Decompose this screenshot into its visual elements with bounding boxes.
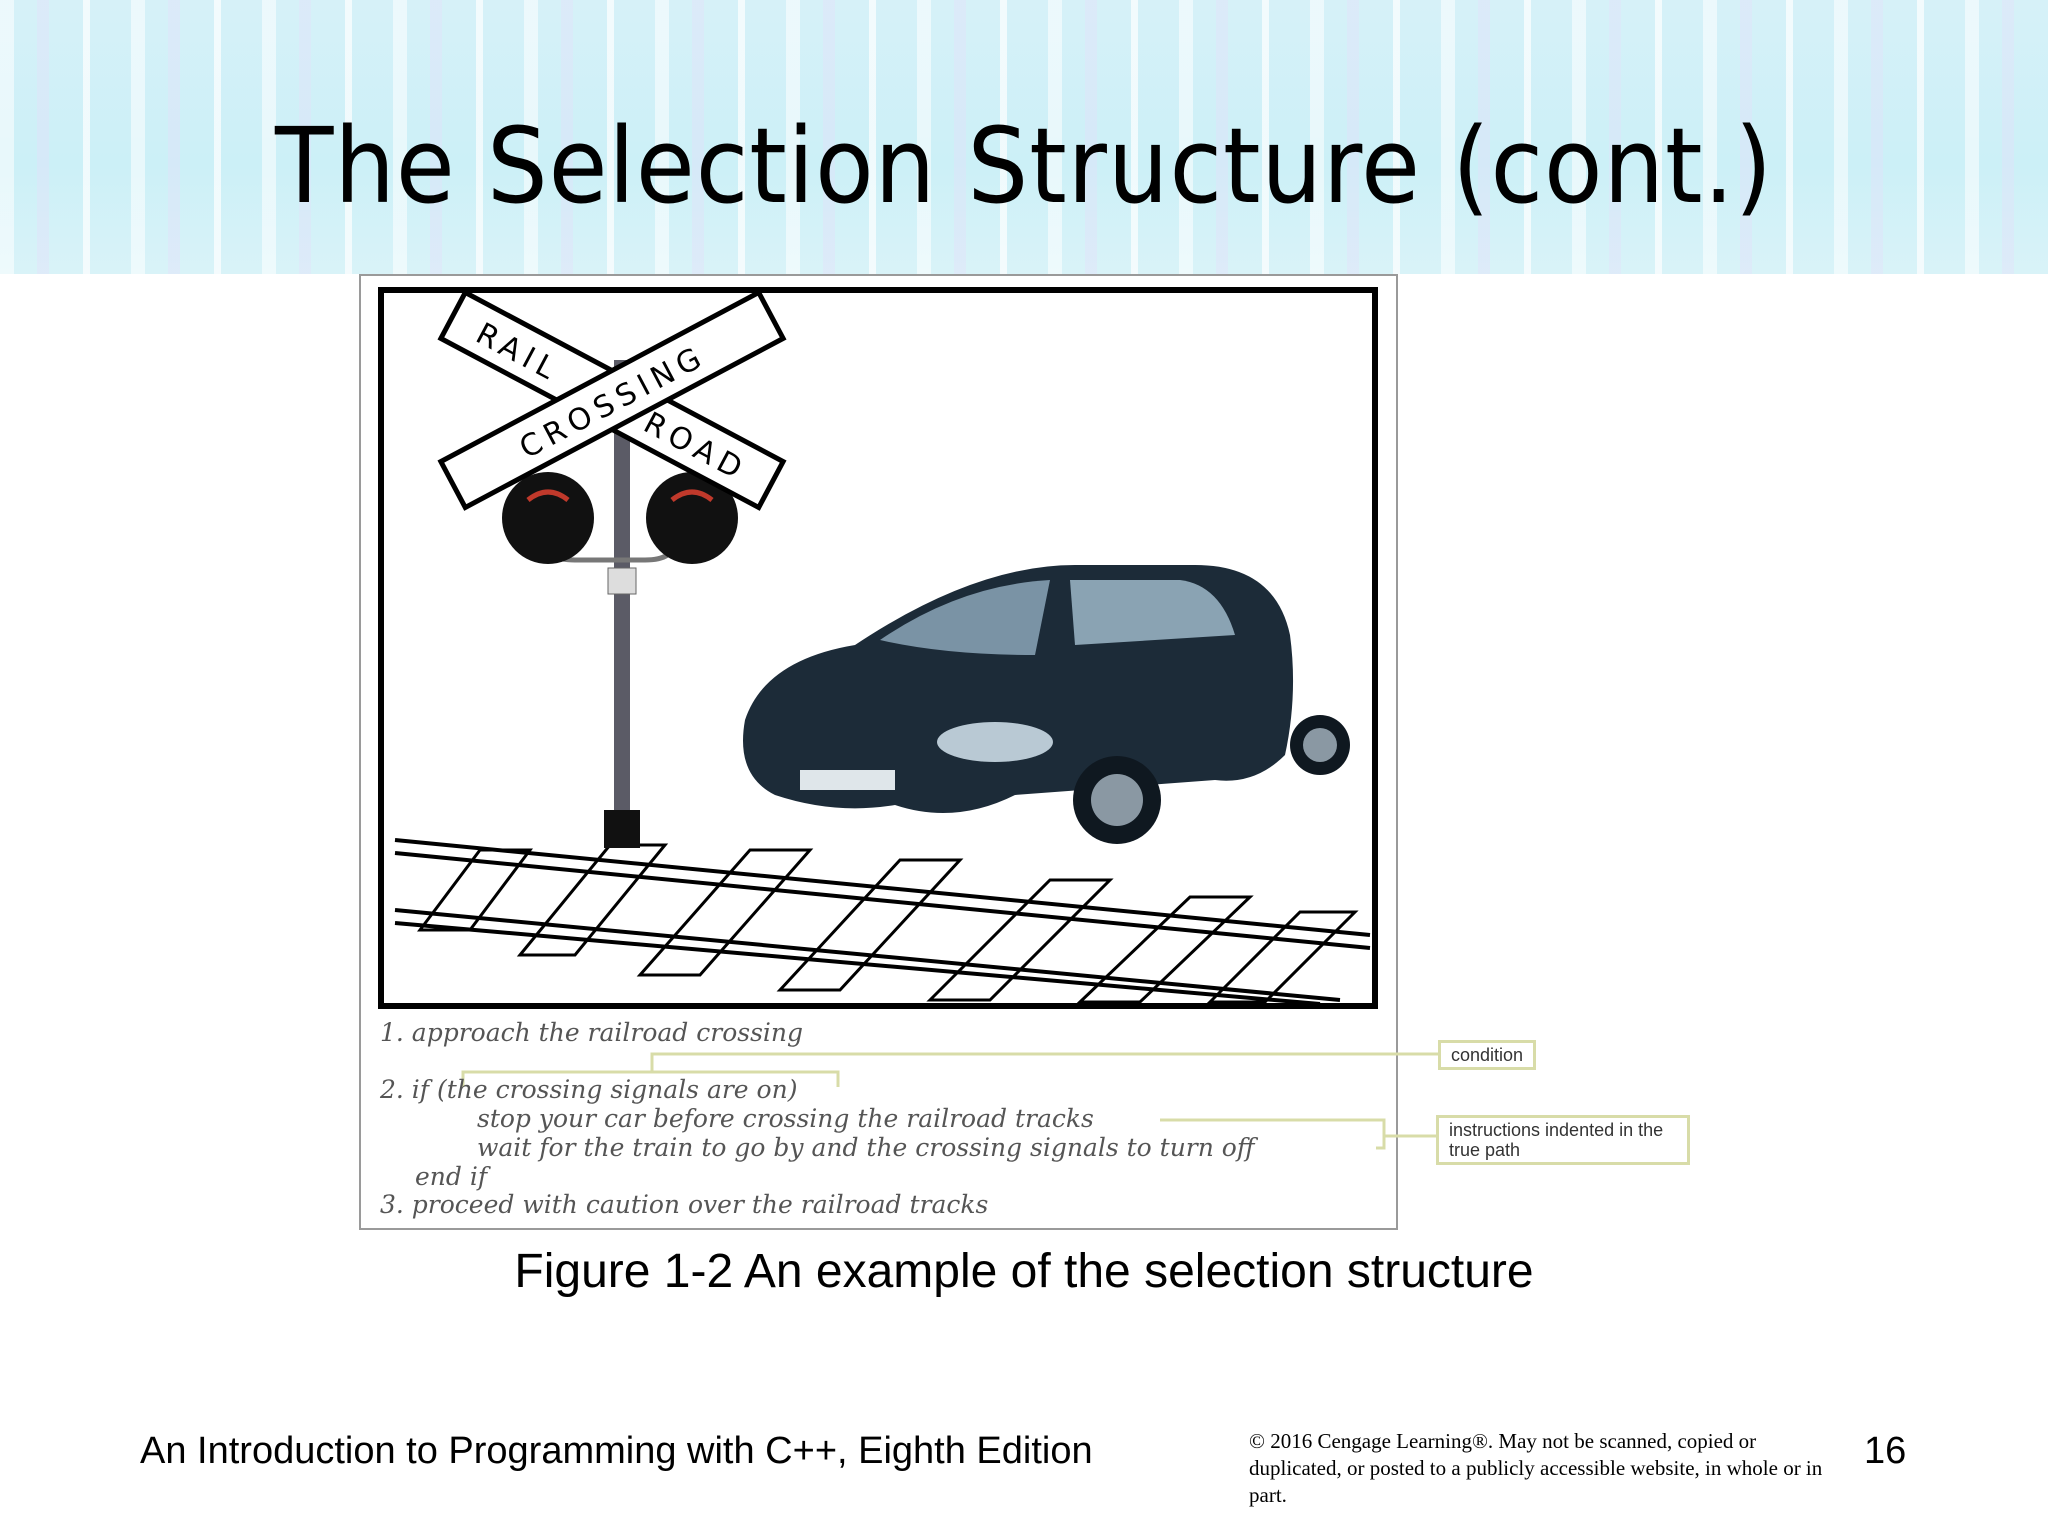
condition-callout: condition bbox=[1438, 1040, 1537, 1070]
true-path-step-1: stop your car before crossing the railro… bbox=[477, 1104, 1094, 1133]
book-title-footer: An Introduction to Programming with C++,… bbox=[140, 1430, 1093, 1472]
step-3: 3. proceed with caution over the railroa… bbox=[380, 1190, 989, 1219]
end-if: end if bbox=[415, 1162, 488, 1191]
step-1: 1. approach the railroad crossing bbox=[380, 1018, 804, 1047]
slide-title: The Selection Structure (cont.) bbox=[274, 105, 1774, 227]
annotation-lines bbox=[461, 1052, 1438, 1150]
page-number: 16 bbox=[1864, 1430, 1907, 1472]
railroad-tracks-drawing bbox=[394, 838, 1371, 1006]
figure-caption: Figure 1-2 An example of the selection s… bbox=[514, 1245, 1534, 1298]
step-2-if: 2. if (the crossing signals are on) bbox=[380, 1075, 798, 1104]
copyright-notice: © 2016 Cengage Learning®. May not be sca… bbox=[1249, 1429, 1823, 1507]
true-path-step-2: wait for the train to go by and the cros… bbox=[477, 1133, 1255, 1162]
license-plate bbox=[800, 770, 895, 790]
true-path-callout: instructions indented in the true path bbox=[1436, 1115, 1690, 1165]
car-drawing bbox=[743, 565, 1350, 844]
header-banner bbox=[0, 0, 2048, 274]
